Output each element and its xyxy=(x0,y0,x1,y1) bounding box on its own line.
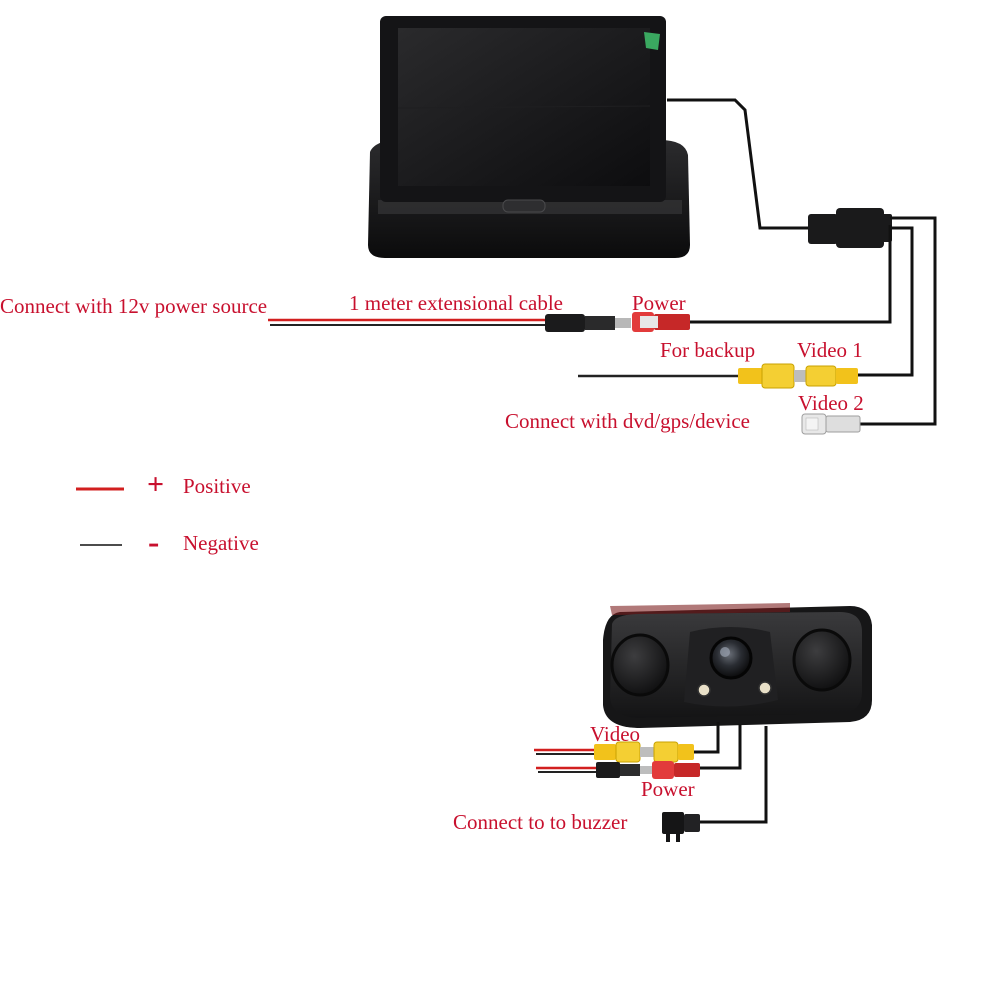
right-parking-sensor xyxy=(792,628,852,692)
legend-negative-symbol: - xyxy=(148,524,160,561)
dvd-device-label: Connect with dvd/gps/device xyxy=(505,409,750,433)
cam-video-rca xyxy=(594,741,694,763)
dc-plug xyxy=(545,314,631,332)
left-parking-sensor xyxy=(610,633,670,697)
legend-positive-symbol: + xyxy=(147,468,165,501)
branch-power-wire xyxy=(690,225,892,324)
video1-rca-yellow xyxy=(805,365,858,387)
camera-power-cable xyxy=(700,724,742,770)
camera xyxy=(603,603,872,728)
monitor xyxy=(368,16,690,258)
extension-cable-label: 1 meter extensional cable xyxy=(349,291,563,315)
camera-buzzer-cable xyxy=(700,726,768,824)
branch-video1-wire xyxy=(858,226,914,377)
power-rca-red xyxy=(632,312,690,332)
camera-led-right xyxy=(758,681,772,695)
video1-label: Video 1 xyxy=(797,338,863,362)
camera-led-left xyxy=(697,683,711,697)
junction-box xyxy=(808,208,892,248)
camera-video-label: Video xyxy=(590,722,641,746)
buzzer-connector xyxy=(662,812,700,842)
camera-red-strip xyxy=(610,603,790,615)
monitor-button xyxy=(502,199,546,213)
monitor-power-label: Power xyxy=(632,291,686,315)
buzzer-label: Connect to to buzzer xyxy=(453,810,628,834)
video2-rca-white xyxy=(801,413,861,435)
for-backup-label: For backup xyxy=(660,338,756,362)
branch-video2-wire xyxy=(860,216,937,426)
camera-lens xyxy=(709,636,753,680)
camera-power-label: Power xyxy=(641,777,695,801)
cam-power-connectors xyxy=(596,761,700,779)
video2-label: Video 2 xyxy=(798,391,864,415)
backup-rca-yellow xyxy=(738,363,806,389)
legend-negative-label: Negative xyxy=(183,531,259,555)
screen-protector-tab xyxy=(644,32,660,50)
legend-positive-label: Positive xyxy=(183,474,251,498)
power-source-label: Connect with 12v power source xyxy=(0,294,268,318)
monitor-cable xyxy=(667,98,815,230)
camera-video-cable xyxy=(692,722,720,754)
